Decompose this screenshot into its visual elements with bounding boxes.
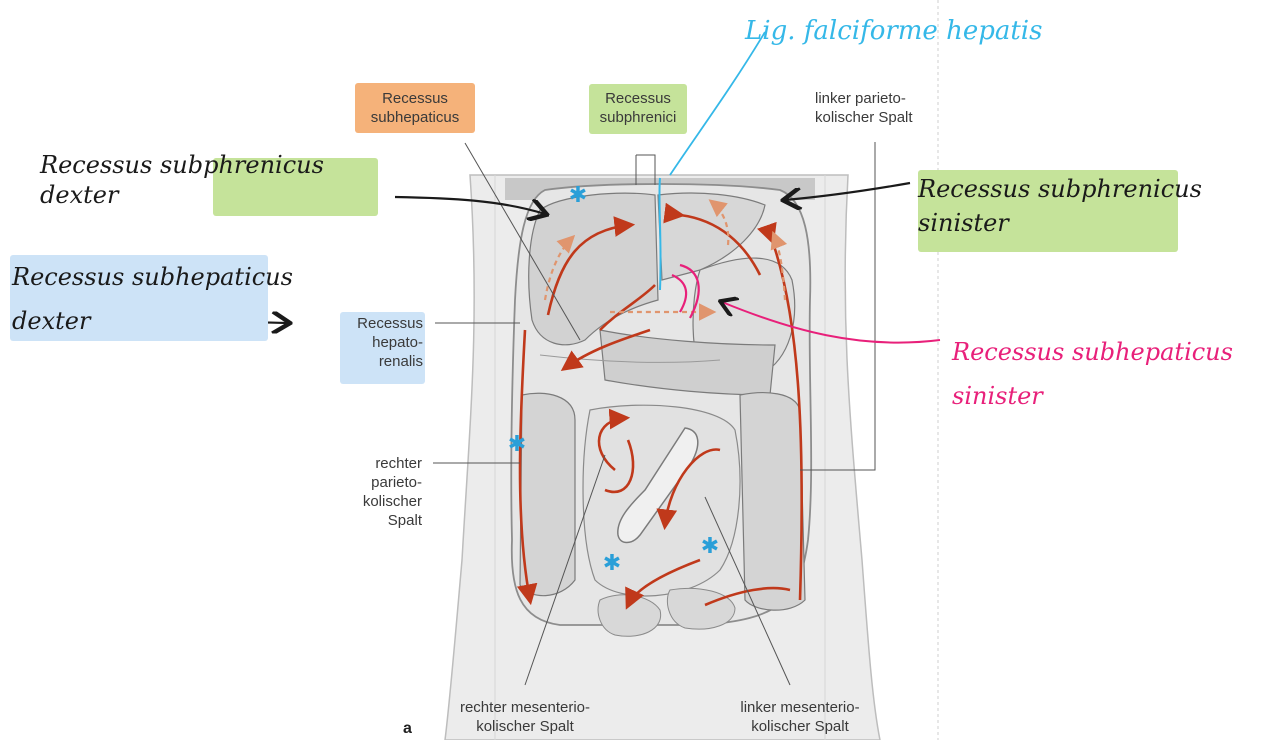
panel-letter: a: [403, 720, 412, 738]
hand-recessus-subphrenicus-dexter: Recessus subphrenicus dexter: [40, 150, 324, 210]
label-recessus-subhepaticus: Recessus subhepaticus: [355, 89, 475, 127]
label-linker-parietokolischer-spalt: linker parieto- kolischer Spalt: [815, 89, 945, 127]
hand-recessus-subhepaticus-sinister: Recessus subhepaticus sinister: [952, 330, 1233, 418]
label-recessus-subphrenici: Recessus subphrenici: [589, 89, 687, 127]
hand-recessus-subhepaticus-dexter: Recessus subhepaticus dexter: [12, 255, 293, 343]
asterisk-marker-icon: ✱: [569, 183, 587, 208]
descending-colon: [740, 393, 805, 611]
label-recessus-hepatorenalis: Recessus hepato- renalis: [335, 314, 423, 371]
label-rechter-parietokolischer-spalt: rechter parieto- kolischer Spalt: [330, 454, 422, 530]
asterisk-marker-icon: ✱: [603, 551, 621, 576]
falciform-ligament-trace: [659, 178, 660, 290]
hand-recessus-subphrenicus-sinister: Recessus subphrenicus sinister: [918, 172, 1202, 240]
asterisk-marker-icon: ✱: [508, 432, 526, 457]
asterisk-marker-icon: ✱: [701, 534, 719, 559]
label-linker-mesenteriokolischer-spalt: linker mesenterio- kolischer Spalt: [715, 698, 885, 736]
label-rechter-mesenteriokolischer-spalt: rechter mesenterio- kolischer Spalt: [430, 698, 620, 736]
hand-lig-falciforme: Lig. falciforme hepatis: [745, 16, 1042, 46]
